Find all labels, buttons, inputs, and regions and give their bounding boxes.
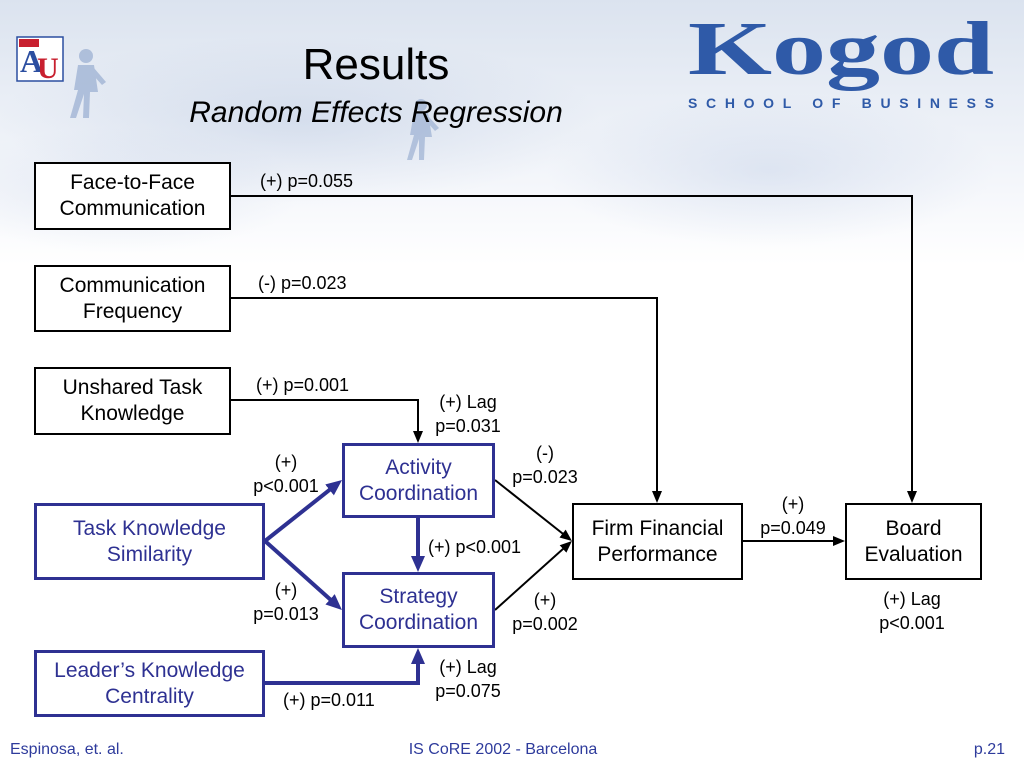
edge-label-strategy-firm: (+) p=0.002 xyxy=(512,588,578,636)
node-label-line: Coordination xyxy=(358,611,479,634)
node-label-line: Communication xyxy=(59,273,206,297)
kogod-school-logo: Kogod SCHOOL OF BUSINESS xyxy=(688,7,994,111)
edge-label-line: p=0.013 xyxy=(253,604,319,624)
arrow-unshared-knowledge-to-activity-coordination xyxy=(231,399,423,443)
node-label-line: Performance xyxy=(597,542,718,566)
footer-authors: Espinosa, et. al. xyxy=(10,741,124,758)
node-task-knowledge-similarity: Task Knowledge Similarity xyxy=(34,503,265,580)
american-university-logo: A U xyxy=(16,36,64,82)
edge-label-line: p=0.023 xyxy=(512,467,578,487)
node-label-line: Frequency xyxy=(82,299,183,323)
edge-label-face-to-face-board: (+) p=0.055 xyxy=(260,169,353,193)
node-label-line: Face-to-Face xyxy=(70,171,195,194)
edge-label-line: (+) Lag xyxy=(439,392,497,412)
footer-conference: IS CoRE 2002 - Barcelona xyxy=(408,741,598,758)
slide-title: Results xyxy=(302,40,450,89)
edge-label-activity-strategy: (+) p<0.001 xyxy=(428,535,521,559)
au-logo-letter-u: U xyxy=(37,52,59,82)
au-logo-letter-a: A xyxy=(20,43,43,79)
kogod-logo-wordmark: Kogod xyxy=(688,7,994,91)
edge-label-line: p=0.075 xyxy=(435,681,501,701)
edge-lag-label-leader-strategy: (+) Lag p=0.075 xyxy=(435,655,501,703)
edge-label-line: (+) p=0.055 xyxy=(260,171,354,191)
node-label-line: Strategy xyxy=(379,585,458,608)
edge-label-similarity-activity: (+) p<0.001 xyxy=(253,450,319,498)
edge-label-line: (+) xyxy=(533,590,557,610)
node-label-line: Board xyxy=(885,516,942,540)
edge-lag-label-unshared-activity: (+) Lag p=0.031 xyxy=(435,390,501,438)
edge-label-firm-board: (+) p=0.049 xyxy=(760,492,826,540)
arrow-leader-centrality-to-strategy-coordination xyxy=(265,648,425,685)
node-label-line: Task Knowledge xyxy=(73,516,226,540)
edge-label-line: p=0.031 xyxy=(435,416,501,436)
node-activity-coordination: Activity Coordination xyxy=(342,443,495,518)
edge-label-activity-firm: (-) p=0.023 xyxy=(512,441,578,489)
node-board-evaluation: Board Evaluation xyxy=(845,503,982,580)
node-unshared-task-knowledge: Unshared Task Knowledge xyxy=(34,367,231,435)
edge-label-line: (+) Lag xyxy=(439,657,497,677)
node-label-line: Communication xyxy=(59,197,206,220)
edge-label-line: p<0.001 xyxy=(879,613,945,633)
edge-label-line: (-) xyxy=(536,443,554,463)
edge-label-line: (-) p=0.023 xyxy=(258,273,347,293)
edge-label-similarity-strategy: (+) p=0.013 xyxy=(253,578,319,626)
node-label-line: Firm Financial xyxy=(591,516,724,540)
node-label-line: Unshared Task xyxy=(62,376,203,399)
edge-label-line: (+) xyxy=(781,494,805,514)
edge-label-frequency-firm: (-) p=0.023 xyxy=(258,271,347,295)
edge-lag-label-firm-board: (+) Lag p<0.001 xyxy=(879,587,945,635)
node-label-line: Evaluation xyxy=(864,542,963,566)
edge-label-leader-strategy: (+) p=0.011 xyxy=(283,688,375,712)
node-leaders-knowledge-centrality: Leader’s Knowledge Centrality xyxy=(34,650,265,717)
node-label-line: Centrality xyxy=(105,684,194,708)
edge-label-unshared-activity: (+) p=0.001 xyxy=(256,373,349,397)
edge-label-line: p<0.001 xyxy=(253,476,319,496)
kogod-logo-tagline: SCHOOL OF BUSINESS xyxy=(688,95,994,111)
node-communication-frequency: Communication Frequency xyxy=(34,265,231,332)
node-label-line: Activity xyxy=(385,455,452,479)
edge-label-line: (+) Lag xyxy=(883,589,941,609)
edge-label-line: p=0.002 xyxy=(512,614,578,634)
node-label-line: Similarity xyxy=(106,542,193,566)
node-label-line: Coordination xyxy=(358,481,479,505)
node-strategy-coordination: Strategy Coordination xyxy=(342,572,495,648)
node-label-line: Leader’s Knowledge xyxy=(54,658,245,682)
slide-subtitle: Random Effects Regression xyxy=(189,96,563,129)
edge-label-line: (+) xyxy=(274,580,298,600)
edge-label-line: (+) xyxy=(274,452,298,472)
edge-label-line: (+) p=0.011 xyxy=(283,690,375,710)
node-label-line: Knowledge xyxy=(80,402,185,425)
edge-label-line: p=0.049 xyxy=(760,518,826,538)
footer-page-number: p.21 xyxy=(973,741,1005,758)
edge-label-line: (+) p=0.001 xyxy=(256,375,350,395)
walking-figure-left xyxy=(70,49,106,118)
node-firm-financial-performance: Firm Financial Performance xyxy=(572,503,743,580)
node-face-to-face-communication: Face-to-Face Communication xyxy=(34,162,231,230)
edge-label-line: (+) p<0.001 xyxy=(428,537,522,557)
